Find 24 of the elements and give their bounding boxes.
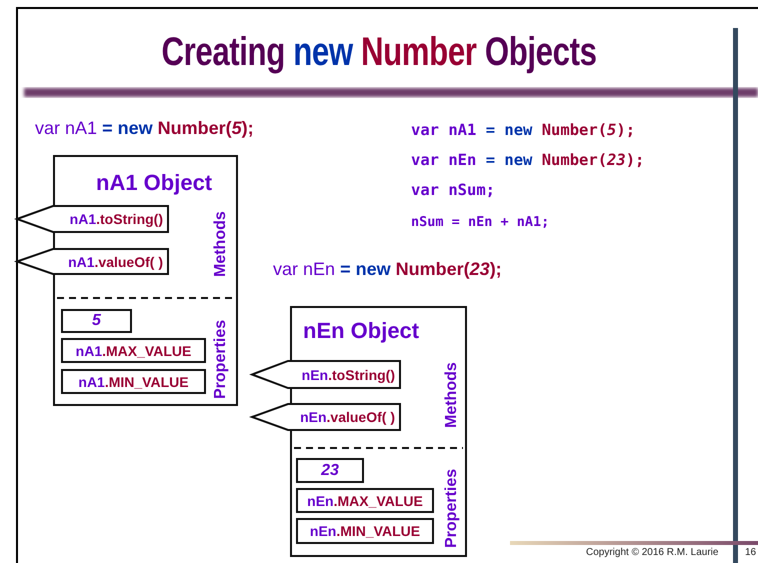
property-field: nA1.MAX_VALUE bbox=[61, 338, 206, 363]
method-tag: nA1.toString() bbox=[17, 205, 169, 233]
code-line: nSum = nEn + nA1; bbox=[411, 214, 550, 230]
section-label: Properties bbox=[212, 320, 230, 399]
section-label: Methods bbox=[212, 211, 230, 277]
section-label: Methods bbox=[443, 362, 461, 428]
method-tag: nEn.toString() bbox=[252, 360, 401, 389]
slide-title: Creating new Number Objects bbox=[161, 30, 597, 75]
property-field: nEn.MAX_VALUE bbox=[296, 488, 434, 513]
property-field: nEn.MIN_VALUE bbox=[296, 518, 434, 544]
value-field: 5 bbox=[61, 309, 132, 333]
page-number: 16 bbox=[745, 547, 756, 558]
property-field: nA1.MIN_VALUE bbox=[61, 369, 206, 394]
code-line: var nEn = new Number(23); bbox=[411, 151, 644, 169]
method-tag: nEn.valueOf( ) bbox=[252, 403, 401, 431]
code-statement: var nEn = new Number(23); bbox=[273, 259, 502, 280]
copyright-note: Copyright © 2016 R.M. Laurie bbox=[586, 547, 718, 558]
code-line: var nA1 = new Number(5); bbox=[411, 121, 636, 139]
value-field: 23 bbox=[296, 458, 364, 483]
code-statement: var nA1 = new Number(5); bbox=[35, 118, 254, 139]
code-line: var nSum; bbox=[411, 181, 496, 199]
section-label: Properties bbox=[443, 468, 461, 548]
object-title: nA1 Object bbox=[96, 170, 212, 196]
object-title: nEn Object bbox=[303, 318, 420, 344]
